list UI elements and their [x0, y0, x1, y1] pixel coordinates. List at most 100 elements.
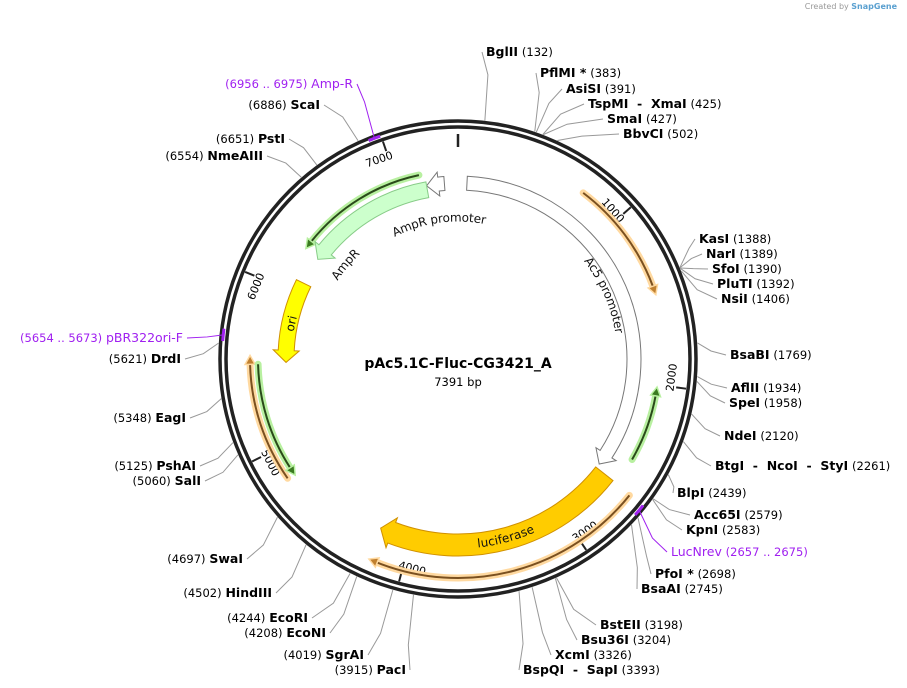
enzyme-position: (2261) — [852, 459, 891, 473]
enzyme-label[interactable]: (5060) SalI — [133, 473, 201, 489]
enzyme-name: EcoRI — [269, 610, 308, 625]
enzyme-leader-line — [199, 442, 234, 467]
enzyme-leader-line — [204, 454, 239, 482]
enzyme-label[interactable]: (6554) NmeAIII — [165, 149, 263, 164]
enzyme-leader-line — [518, 591, 524, 671]
primer-binding-site — [221, 328, 226, 342]
enzyme-name: LucNrev — [671, 544, 722, 559]
primer-label[interactable]: (6956 .. 6975) Amp-R — [225, 77, 353, 92]
enzyme-name: PflMI * — [540, 65, 587, 80]
primer-binding-site — [368, 134, 381, 142]
enzyme-leader-line — [652, 499, 683, 531]
enzyme-label[interactable]: BsaBI (1769) — [730, 347, 812, 363]
enzyme-position: (502) — [667, 127, 699, 141]
enzyme-label[interactable]: BspQI - SapI (3393) — [523, 663, 660, 678]
enzyme-label[interactable]: NsiI (1406) — [721, 291, 790, 307]
backbone-outer-strand — [218, 119, 698, 599]
enzyme-leader-line — [679, 267, 714, 285]
feature-ori — [271, 279, 312, 364]
enzyme-position: (6886) — [248, 98, 287, 112]
enzyme-label[interactable]: KpnI (2583) — [686, 522, 760, 538]
enzyme-name: TspMI - XmaI — [588, 96, 687, 111]
enzyme-label[interactable]: BbvCI (502) — [623, 127, 699, 142]
enzyme-position: (427) — [645, 112, 677, 126]
enzyme-label[interactable]: NdeI (2120) — [724, 429, 799, 444]
tick-mark — [622, 206, 632, 215]
enzyme-name: BsaBI — [730, 347, 770, 362]
tick-mark — [244, 270, 255, 277]
snapgene-logo: SnapGene — [851, 2, 897, 11]
enzyme-label[interactable]: (5125) PshAI — [114, 458, 196, 474]
enzyme-leader-line — [680, 267, 709, 270]
enzyme-label[interactable]: XcmI (3326) — [555, 648, 632, 663]
primer-label[interactable]: (5654 .. 5673) pBR322ori-F — [20, 331, 183, 346]
enzyme-label[interactable]: SmaI (427) — [607, 112, 677, 127]
enzyme-label[interactable]: Bsu36I (3204) — [581, 632, 671, 648]
primer-label[interactable]: LucNrev (2657 .. 2675) — [671, 544, 808, 560]
enzyme-label[interactable]: PluTI (1392) — [717, 276, 795, 292]
enzyme-position: (1392) — [756, 277, 795, 291]
enzyme-leader-line — [481, 51, 489, 121]
enzyme-position: (383) — [590, 66, 622, 80]
enzyme-position: (2579) — [744, 508, 783, 522]
enzyme-label[interactable]: TspMI - XmaI (425) — [588, 96, 721, 112]
enzyme-position: (132) — [521, 45, 553, 59]
orf-arrowhead — [649, 385, 662, 398]
enzyme-label[interactable]: AflII (1934) — [731, 380, 802, 396]
enzyme-leader-line — [682, 441, 712, 467]
enzyme-name: Bsu36I — [581, 632, 629, 647]
enzyme-position: (1769) — [773, 348, 812, 362]
enzyme-name: PluTI — [717, 276, 753, 291]
enzyme-label[interactable]: (5348) EagI — [113, 411, 186, 426]
enzyme-leader-line — [557, 133, 620, 142]
enzyme-label[interactable]: BglII (132) — [486, 45, 553, 60]
enzyme-position: (5621) — [108, 352, 148, 366]
enzyme-position: (1406) — [751, 292, 790, 306]
enzyme-leader-line — [542, 103, 585, 135]
enzyme-leader-line — [679, 253, 703, 269]
enzyme-leader-line — [696, 381, 726, 404]
enzyme-label[interactable]: (4697) SwaI — [167, 552, 243, 567]
enzyme-name: SalI — [174, 473, 201, 488]
enzyme-label[interactable]: (4019) SgrAI — [283, 648, 364, 663]
enzyme-label[interactable]: PfoI * (2698) — [655, 567, 736, 582]
enzyme-label[interactable]: NarI (1389) — [706, 246, 778, 262]
enzyme-label[interactable]: PflMI * (383) — [540, 65, 622, 81]
enzyme-label[interactable]: KasI (1388) — [699, 231, 771, 247]
enzyme-label[interactable]: (5621) DrdI — [108, 352, 181, 367]
enzyme-label[interactable]: BstEII (3198) — [600, 617, 683, 633]
enzyme-label[interactable]: (4244) EcoRI — [227, 610, 308, 626]
enzyme-name: BstEII — [600, 617, 641, 632]
enzyme-name: KasI — [699, 231, 730, 246]
enzyme-position: (2745) — [684, 582, 723, 596]
enzyme-label[interactable]: Acc65I (2579) — [694, 508, 783, 523]
enzyme-label[interactable]: BtgI - NcoI - StyI (2261) — [715, 458, 891, 474]
enzyme-leader-line — [311, 573, 351, 619]
enzyme-leader-line — [288, 138, 318, 166]
orf-arrowhead — [646, 283, 659, 297]
enzyme-label[interactable]: (4208) EcoNI — [244, 626, 326, 641]
enzyme-name: BtgI - NcoI - StyI — [715, 458, 849, 473]
enzyme-position: (1934) — [763, 381, 802, 395]
enzyme-position: (3198) — [644, 618, 683, 632]
enzyme-label[interactable]: BsaAI (2745) — [641, 582, 723, 597]
enzyme-label[interactable]: SfoI (1390) — [712, 262, 782, 277]
enzyme-leader-line — [543, 118, 604, 136]
enzyme-name: NarI — [706, 246, 736, 261]
enzyme-name: NsiI — [721, 291, 748, 306]
enzyme-label[interactable]: SpeI (1958) — [729, 396, 802, 411]
enzyme-position: (3915) — [334, 663, 373, 677]
enzyme-name: PshAI — [156, 458, 196, 473]
enzyme-leader-line — [323, 104, 359, 142]
enzyme-label[interactable]: (6651) PstI — [216, 132, 285, 147]
enzyme-name: AflII — [731, 380, 760, 395]
enzyme-label[interactable]: (6886) ScaI — [248, 98, 320, 113]
enzyme-name: KpnI — [686, 522, 719, 537]
orf-arrowhead — [284, 463, 297, 477]
enzyme-leader-line — [367, 589, 394, 656]
enzyme-label[interactable]: (4502) HindIII — [183, 586, 272, 601]
enzyme-label[interactable]: BlpI (2439) — [677, 486, 747, 501]
enzyme-label[interactable]: AsiSI (391) — [566, 82, 636, 97]
enzyme-label[interactable]: (3915) PacI — [334, 663, 406, 678]
